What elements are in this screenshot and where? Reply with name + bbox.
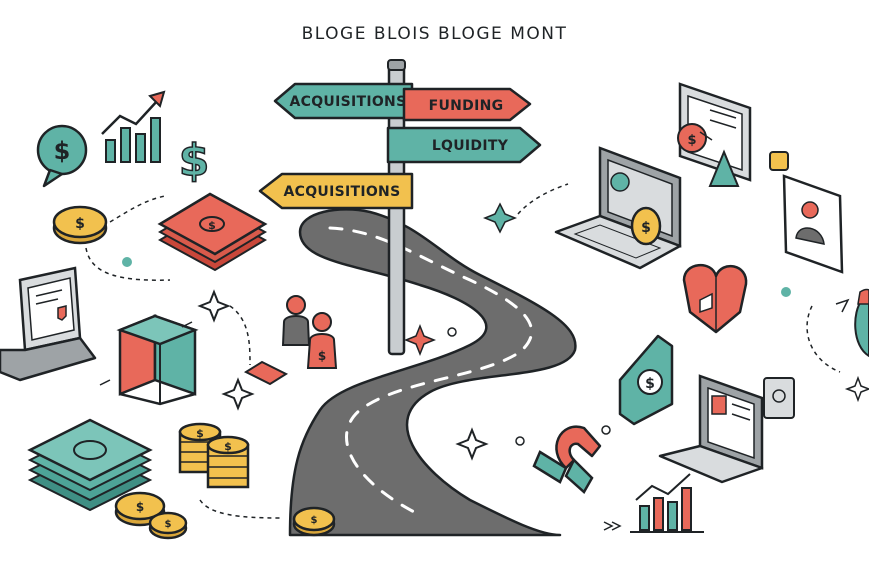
coin-icon: $ [292,506,336,537]
svg-text:$: $ [311,515,318,526]
sign-funding: FUNDING [402,87,532,122]
sign-acquisitions-top: ACQUISITIONS [273,82,414,120]
dot-decoration [447,327,457,337]
people-icon: $ [281,295,338,369]
dot-decoration [781,287,791,297]
laptop-profile-icon [658,374,795,484]
sign-label-funding: FUNDING [429,98,504,114]
svg-text:$: $ [645,376,655,392]
dashed-connector [517,183,569,215]
arrow-icon [835,298,850,313]
profile-card-icon [769,151,844,274]
dashed-connector [806,305,841,373]
dot-decoration [122,257,132,267]
sparkle-icon [455,427,489,461]
banknote-stack-icon: $ [157,192,268,272]
dollar-sign-icon: $ [178,134,210,187]
sparkle-icon [482,202,518,234]
dot-decoration [515,436,525,446]
growth-chart-icon [101,90,166,163]
bar-chart-icon [603,473,704,533]
magnet-icon [532,425,611,494]
svg-text:$: $ [641,220,651,236]
dollar-speech-bubble-icon: $ [36,124,88,188]
dashed-connector [229,305,251,366]
svg-text:$: $ [687,133,696,148]
coin-pair-icon: $ $ [114,491,188,540]
svg-text:$: $ [208,219,216,232]
dollar-tag-icon: $ [618,334,674,426]
svg-text:$: $ [136,500,144,514]
laptop-coin-icon: $ [554,146,682,270]
cube-icon [99,314,199,406]
svg-text:$: $ [54,137,71,165]
sign-acquisitions-bottom: ACQUISITIONS [258,172,414,210]
sign-label-acquisitions-top: ACQUISITIONS [290,94,407,110]
dashed-connector [85,247,171,281]
sparkle-icon [844,375,869,403]
coin-stack-icon: $ $ [178,422,250,489]
svg-text:$: $ [318,349,326,363]
signpost: ACQUISITIONS FUNDING LQUIDITY ACQUISITIO… [258,59,542,356]
dashed-connector [109,195,166,223]
cash-stack-icon [27,418,153,512]
partial-circle-icon [854,288,869,358]
sparkle-icon [403,323,437,357]
sparkle-icon [221,377,255,411]
sign-label-acquisitions-bottom: ACQUISITIONS [284,184,401,200]
laptop-icon [0,266,97,382]
monitor-icon: $ [677,82,752,187]
puzzle-heart-icon [682,264,748,334]
sign-label-liquidity: LQUIDITY [432,138,509,154]
small-card-icon [243,360,289,386]
page-title: BLOGE BLOIS BLOGE MONT [301,24,568,44]
dashed-connector [199,499,281,519]
winding-road [288,208,577,537]
svg-text:$: $ [224,440,232,453]
coin-icon: $ [52,205,108,245]
sparkle-icon [197,289,231,323]
svg-text:$: $ [179,135,210,186]
svg-text:$: $ [196,427,204,440]
svg-text:$: $ [75,216,85,232]
sign-liquidity: LQUIDITY [386,126,542,164]
svg-text:$: $ [165,519,172,530]
